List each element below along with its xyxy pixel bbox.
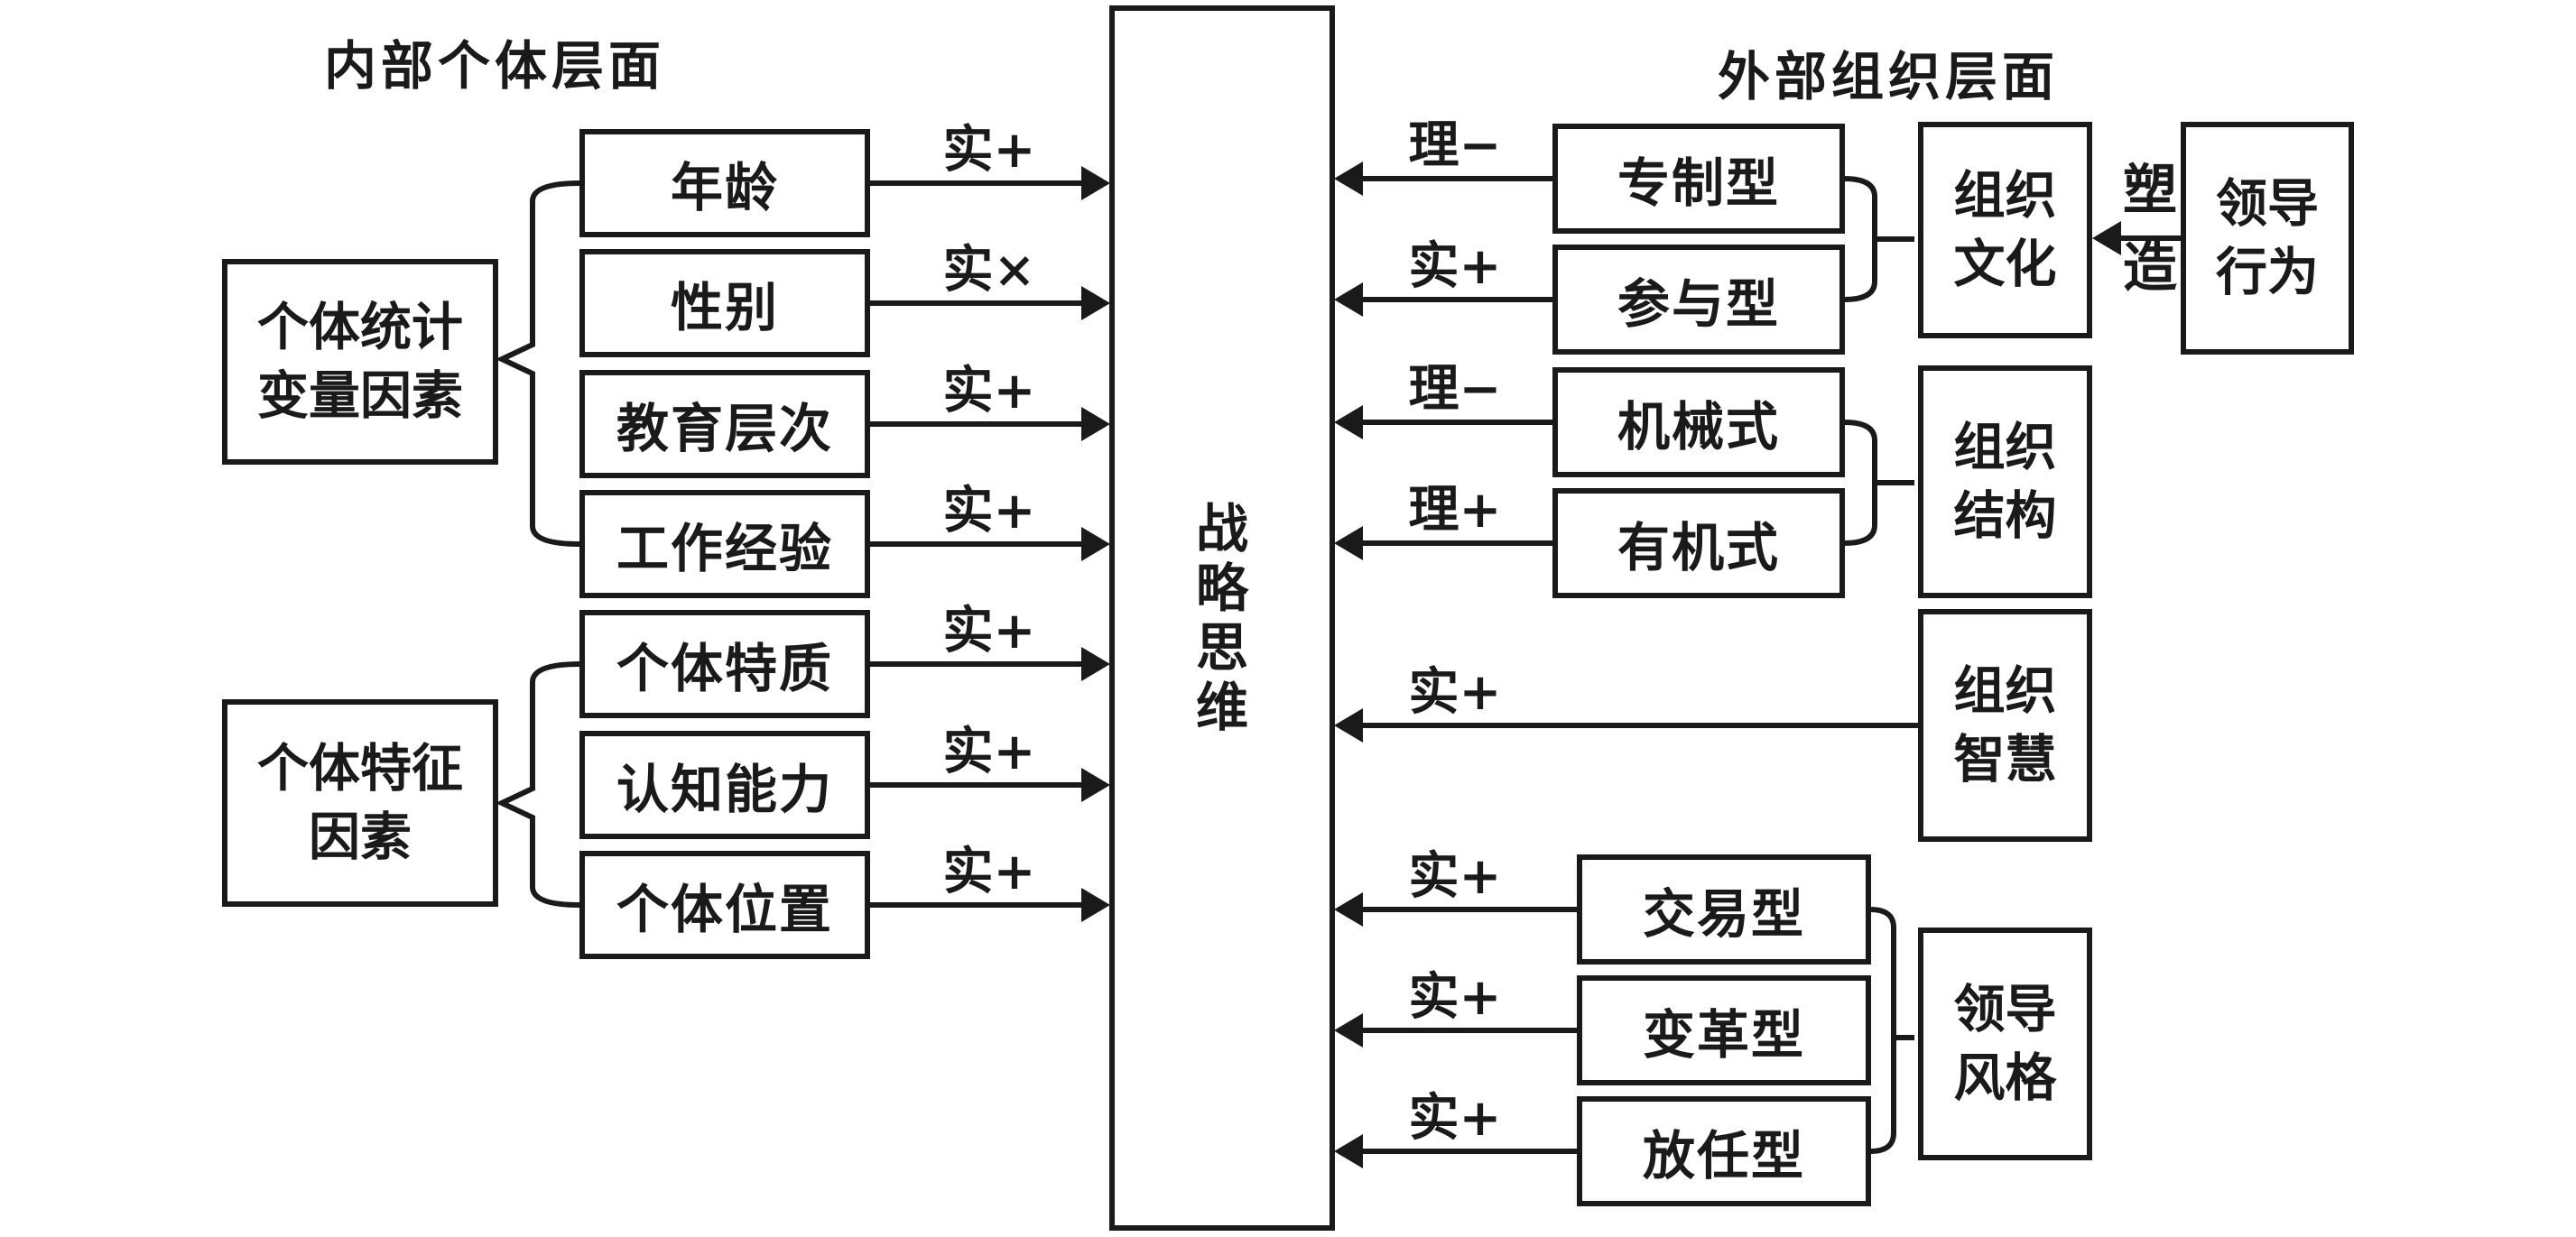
node-strategic-thinking: 战略思维 — [1109, 5, 1335, 1231]
node-autocratic: 专制型 — [1552, 124, 1845, 234]
node-gender: 性别 — [579, 249, 870, 357]
shaping-label-bottom: 造 — [2123, 236, 2177, 300]
node-individual-position: 个体位置 — [579, 851, 870, 959]
node-work-experience: 工作经验 — [579, 490, 870, 598]
effect-label-participative: 实+ — [1408, 236, 1502, 296]
effect-label-individual-position: 实+ — [942, 842, 1036, 901]
node-characteristic-factors: 个体特征 因素 — [222, 699, 498, 907]
effect-label-transformational: 实+ — [1408, 967, 1502, 1027]
brace-demographic — [495, 180, 580, 547]
node-leadership-behavior: 领导 行为 — [2181, 122, 2354, 355]
effect-label-cognitive-ability: 实+ — [942, 722, 1036, 781]
node-laissez-faire: 放任型 — [1577, 1096, 1871, 1206]
effect-label-individual-traits: 实+ — [942, 601, 1036, 660]
brace-leadership-style — [1869, 907, 1896, 1154]
node-org-structure: 组织 结构 — [1918, 365, 2092, 598]
right-arrows — [1334, 162, 1918, 1168]
effect-label-organic: 理+ — [1408, 480, 1502, 540]
brace-org-structure — [1843, 420, 1877, 546]
effect-label-autocratic: 理− — [1408, 115, 1502, 175]
effect-label-work-experience: 实+ — [942, 481, 1036, 540]
node-transactional: 交易型 — [1577, 854, 1871, 965]
effect-label-org-wisdom: 实+ — [1408, 662, 1502, 722]
shaping-arrow — [2092, 221, 2181, 255]
node-age: 年龄 — [579, 129, 870, 237]
effect-label-age: 实+ — [942, 120, 1036, 180]
effect-label-education-level: 实+ — [942, 361, 1036, 420]
left-section-title: 内部个体层面 — [323, 35, 665, 97]
effect-label-gender: 实× — [942, 240, 1036, 300]
node-org-culture: 组织 文化 — [1918, 122, 2092, 338]
right-section-title: 外部组织层面 — [1717, 46, 2059, 107]
shaping-label-top: 塑 — [2123, 159, 2177, 222]
node-leadership-style: 领导 风格 — [1918, 928, 2092, 1160]
node-transformational: 变革型 — [1577, 975, 1871, 1085]
node-cognitive-ability: 认知能力 — [579, 731, 870, 839]
group-braces — [495, 176, 1914, 1154]
node-mechanistic: 机械式 — [1552, 367, 1845, 477]
node-organic: 有机式 — [1552, 488, 1845, 598]
brace-characteristic — [495, 661, 580, 908]
brace-org-culture — [1843, 176, 1877, 302]
node-strategic-thinking-label: 战略思维 — [1195, 498, 1248, 738]
node-participative: 参与型 — [1552, 245, 1845, 355]
effect-label-mechanistic: 理− — [1408, 359, 1502, 419]
effect-label-transactional: 实+ — [1408, 846, 1502, 906]
effect-label-laissez-faire: 实+ — [1408, 1088, 1502, 1148]
left-arrows — [869, 166, 1110, 922]
node-education-level: 教育层次 — [579, 370, 870, 478]
node-individual-traits: 个体特质 — [579, 610, 870, 718]
node-org-wisdom: 组织 智慧 — [1918, 609, 2092, 842]
node-demographic-factors: 个体统计 变量因素 — [222, 259, 498, 465]
